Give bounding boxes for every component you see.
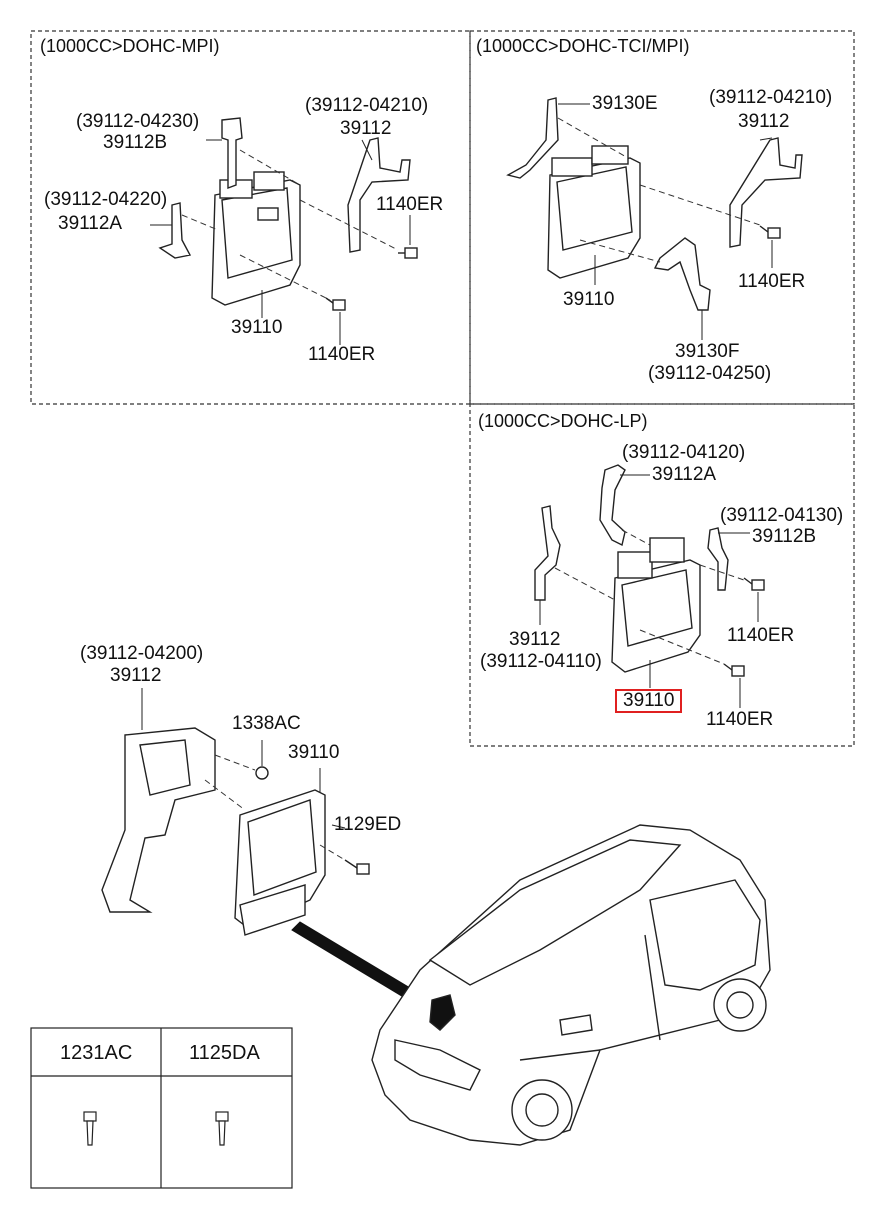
bolt-1140er-top-left-b bbox=[325, 297, 346, 311]
car-illustration bbox=[371, 824, 771, 1146]
part-code-39112-04130[interactable]: (39112-04130) bbox=[720, 505, 844, 526]
section-header-dohc-tci-mpi: (1000CC>DOHC-TCI/MPI) bbox=[476, 36, 690, 56]
part-code-39112-04120[interactable]: (39112-04120) bbox=[622, 442, 746, 463]
part-label-39112b[interactable]: 39112B bbox=[752, 526, 817, 547]
bolt-1125da-icon bbox=[215, 1111, 229, 1146]
part-code-39112-04210[interactable]: (39112-04210) bbox=[305, 95, 429, 116]
part-label-39110-highlighted[interactable]: 39110 bbox=[615, 689, 683, 713]
bolt-1129ed bbox=[344, 859, 370, 875]
ecu-mid-right bbox=[611, 537, 701, 673]
bracket-39112-mid-right bbox=[534, 505, 561, 601]
part-label-1140er[interactable]: 1140ER bbox=[308, 344, 376, 365]
part-label-39112[interactable]: 39112 bbox=[738, 111, 790, 132]
section-header-dohc-lp: (1000CC>DOHC-LP) bbox=[478, 411, 648, 431]
part-label-39112[interactable]: 39112 bbox=[110, 665, 162, 686]
bracket-39112a-top-left bbox=[158, 202, 192, 259]
part-label-39112b[interactable]: 39112B bbox=[103, 132, 168, 153]
fastener-code-1231ac[interactable]: 1231AC bbox=[60, 1042, 133, 1064]
part-label-39130e[interactable]: 39130E bbox=[592, 93, 658, 114]
part-label-39110[interactable]: 39110 bbox=[563, 289, 615, 310]
fastener-code-1125da[interactable]: 1125DA bbox=[189, 1042, 260, 1064]
bolt-1140er-mid-right-a bbox=[743, 577, 765, 591]
bracket-39130f-top-right bbox=[653, 237, 711, 311]
ecu-top-left bbox=[211, 171, 301, 306]
bracket-39112-bottom-left bbox=[101, 727, 216, 913]
section-box-top-left bbox=[30, 30, 471, 405]
part-label-39112a[interactable]: 39112A bbox=[652, 464, 717, 485]
bracket-39112b-mid-right bbox=[707, 527, 729, 591]
bolt-1140er-top-right bbox=[759, 225, 781, 239]
ecu-top-right bbox=[547, 145, 641, 279]
part-label-1140er[interactable]: 1140ER bbox=[738, 271, 806, 292]
bolt-1140er-mid-right-b bbox=[723, 663, 745, 677]
part-label-1338ac[interactable]: 1338AC bbox=[232, 713, 301, 734]
part-code-39112-04250[interactable]: (39112-04250) bbox=[648, 363, 772, 384]
part-code-39112-04220[interactable]: (39112-04220) bbox=[44, 189, 168, 210]
part-label-39112[interactable]: 39112 bbox=[509, 629, 561, 650]
section-header-dohc-mpi: (1000CC>DOHC-MPI) bbox=[40, 36, 220, 56]
part-label-39110[interactable]: 39110 bbox=[231, 317, 283, 338]
part-label-39112a[interactable]: 39112A bbox=[58, 213, 123, 234]
fastener-table bbox=[30, 1027, 293, 1189]
part-label-39130f[interactable]: 39130F bbox=[675, 341, 740, 362]
part-label-1140er[interactable]: 1140ER bbox=[706, 709, 774, 730]
part-code-39112-04200[interactable]: (39112-04200) bbox=[80, 643, 204, 664]
part-code-39112-04210[interactable]: (39112-04210) bbox=[709, 87, 833, 108]
bracket-39112-top-left bbox=[347, 137, 411, 253]
bracket-39112b-top-left bbox=[221, 117, 243, 190]
part-label-39112[interactable]: 39112 bbox=[340, 118, 392, 139]
bolt-1231ac-icon bbox=[83, 1111, 97, 1146]
part-label-1129ed[interactable]: 1129ED bbox=[334, 814, 402, 835]
part-label-1140er[interactable]: 1140ER bbox=[376, 194, 444, 215]
bracket-39130e-top-right bbox=[506, 97, 559, 179]
bracket-39112a-mid-right bbox=[599, 464, 626, 547]
bracket-39112-top-right bbox=[729, 137, 803, 248]
section-box-mid-right bbox=[469, 403, 855, 747]
bolt-1140er-top-left-a bbox=[398, 247, 418, 259]
nut-1338ac bbox=[255, 766, 269, 780]
part-code-39112-04230[interactable]: (39112-04230) bbox=[76, 111, 200, 132]
part-code-39112-04110[interactable]: (39112-04110) bbox=[480, 651, 602, 672]
ecu-bottom-left bbox=[234, 789, 326, 936]
part-label-1140er[interactable]: 1140ER bbox=[727, 625, 795, 646]
part-label-39110[interactable]: 39110 bbox=[288, 742, 340, 763]
